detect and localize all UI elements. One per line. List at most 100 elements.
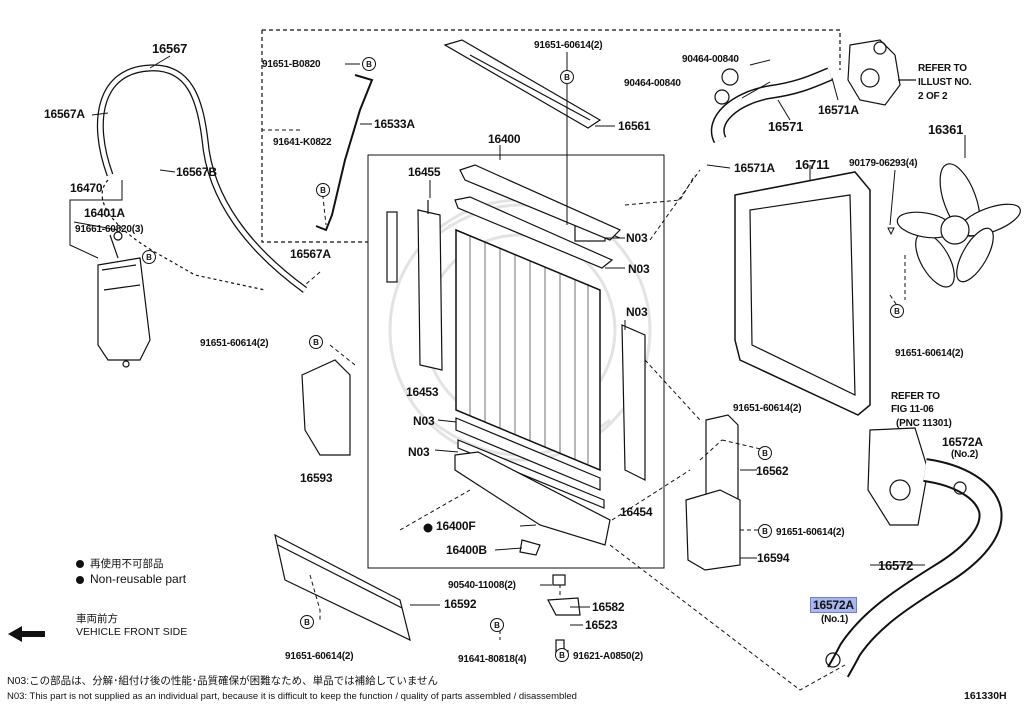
label-91661: 91661-60820(3) bbox=[75, 224, 144, 235]
label-91641-80818: 91641-80818(4) bbox=[458, 654, 527, 665]
label-16572a-bottom-sub: (No.1) bbox=[821, 614, 849, 625]
drain-cock-16400b bbox=[519, 539, 541, 556]
non-reusable-dot-icon bbox=[76, 559, 84, 568]
svg-text:B: B bbox=[762, 527, 768, 536]
label-16361: 16361 bbox=[928, 122, 964, 137]
label-90540: 90540-11008(2) bbox=[448, 580, 516, 591]
reserve-tank bbox=[97, 257, 151, 361]
bracket-16582 bbox=[547, 597, 581, 616]
lower-panel-16592 bbox=[274, 533, 411, 642]
label-16523: 16523 bbox=[585, 618, 618, 632]
label-91651-60614-top: 91651-60614(2) bbox=[534, 40, 603, 51]
radiator-group-box bbox=[367, 154, 665, 569]
label-90464-b: 90464-00840 bbox=[624, 78, 681, 89]
label-16572a-top: 16572A bbox=[942, 435, 983, 449]
bolt-marker bbox=[309, 335, 323, 349]
cooling-fan-16361 bbox=[896, 163, 1021, 288]
bolt-marker bbox=[560, 70, 574, 84]
label-16453: 16453 bbox=[406, 385, 439, 399]
label-91651-60614-left: 91651-60614(2) bbox=[200, 338, 269, 349]
svg-text:B: B bbox=[559, 651, 565, 660]
figure-id: 161330H bbox=[964, 690, 1007, 702]
label-16400f: 16400F bbox=[436, 519, 476, 533]
label-n03-2: N03 bbox=[628, 262, 650, 276]
bolt-marker bbox=[316, 183, 330, 197]
label-16562: 16562 bbox=[756, 464, 789, 478]
label-16571a-a: 16571A bbox=[818, 103, 859, 117]
label-90179: 90179-06293(4) bbox=[849, 158, 918, 169]
label-91621: 91621-A0850(2) bbox=[573, 651, 644, 662]
label-16572: 16572 bbox=[878, 558, 914, 573]
label-90464-a: 90464-00840 bbox=[682, 54, 739, 65]
svg-text:B: B bbox=[494, 621, 500, 630]
bolt-marker bbox=[555, 648, 569, 662]
label-91651-60614-right: 91651-60614(2) bbox=[895, 348, 964, 359]
water-pump-housing bbox=[867, 427, 929, 526]
bolt-marker bbox=[300, 615, 314, 629]
footnote-n03-jp: N03:この部品は、分解･組付け後の性能･品質確保が困難なため、単品では補給して… bbox=[7, 675, 439, 687]
label-16572a-bottom[interactable]: 16572A bbox=[810, 597, 857, 613]
label-91651-60614-mid: 91651-60614(2) bbox=[733, 403, 802, 414]
footnote-n03-en: N03: This part is not supplied as an ind… bbox=[7, 691, 577, 702]
label-16592: 16592 bbox=[444, 597, 477, 611]
label-16572a-top-sub: (No.2) bbox=[951, 449, 979, 460]
svg-text:B: B bbox=[564, 73, 570, 82]
label-16594: 16594 bbox=[757, 551, 790, 565]
label-n03-1: N03 bbox=[626, 231, 648, 245]
label-16533a: 16533A bbox=[374, 117, 415, 131]
label-16567b: 16567B bbox=[176, 165, 217, 179]
highlighted-part-16572a[interactable]: 16572A bbox=[810, 597, 857, 613]
svg-text:B: B bbox=[313, 338, 319, 347]
label-91651-b0820: 91651-B0820 bbox=[262, 59, 321, 70]
baffle-16594 bbox=[685, 489, 741, 571]
side-plate-16453 bbox=[417, 209, 443, 371]
label-91641-k0822: 91641-K0822 bbox=[273, 137, 332, 148]
label-16567a-bottom: 16567A bbox=[290, 247, 331, 261]
bolt-marker bbox=[890, 304, 904, 318]
label-n03-5: N03 bbox=[408, 445, 430, 459]
bolt-marker-group bbox=[142, 57, 904, 662]
svg-text:B: B bbox=[894, 307, 900, 316]
dashed-leader-top-box bbox=[261, 29, 841, 243]
svg-text:B: B bbox=[146, 253, 152, 262]
label-16561: 16561 bbox=[618, 119, 651, 133]
non-reusable-dot-icon bbox=[76, 575, 84, 584]
bolt-marker bbox=[758, 446, 772, 460]
bolt-marker bbox=[142, 250, 156, 264]
refer-illust-line2: ILLUST NO. bbox=[918, 77, 972, 88]
side-seal-16455 bbox=[386, 211, 398, 283]
label-91651-60614-bottom: 91651-60614(2) bbox=[285, 651, 354, 662]
side-plate-16454 bbox=[621, 324, 646, 481]
label-16470: 16470 bbox=[70, 181, 103, 195]
label-91651-60614-594: 91651-60614(2) bbox=[776, 527, 845, 538]
svg-text:B: B bbox=[366, 60, 372, 69]
vehicle-front-arrow-icon bbox=[8, 626, 45, 642]
air-guide-16593 bbox=[301, 359, 351, 456]
refer-fig-line3: (PNC 11301) bbox=[896, 418, 952, 429]
refer-illust-line1: REFER TO bbox=[918, 63, 967, 74]
label-n03-3: N03 bbox=[626, 305, 648, 319]
svg-text:B: B bbox=[320, 186, 326, 195]
bolt-marker bbox=[758, 524, 772, 538]
label-16400b: 16400B bbox=[446, 543, 487, 557]
svg-text:B: B bbox=[762, 449, 768, 458]
legend-non-reusable-jp: 再使用不可部品 bbox=[76, 558, 164, 571]
vehicle-front-jp: 車両前方 bbox=[76, 613, 118, 625]
svg-text:B: B bbox=[304, 618, 310, 627]
bracket-16533a bbox=[315, 74, 374, 232]
label-16455: 16455 bbox=[408, 165, 441, 179]
label-n03-4: N03 bbox=[413, 414, 435, 428]
label-16711: 16711 bbox=[795, 157, 830, 172]
radiator-lower-tank bbox=[454, 451, 611, 546]
radiator-upper-tank bbox=[459, 164, 622, 241]
label-16401a: 16401A bbox=[84, 206, 125, 220]
legend-non-reusable-en: Non-reusable part bbox=[76, 573, 186, 586]
radiator-core bbox=[455, 228, 601, 472]
label-16400: 16400 bbox=[488, 132, 521, 146]
label-16571a-b: 16571A bbox=[734, 161, 775, 175]
label-16567a-top: 16567A bbox=[44, 107, 85, 121]
vehicle-front-en: VEHICLE FRONT SIDE bbox=[76, 626, 188, 638]
label-16593: 16593 bbox=[300, 471, 333, 485]
fan-shroud-16711 bbox=[734, 171, 871, 416]
